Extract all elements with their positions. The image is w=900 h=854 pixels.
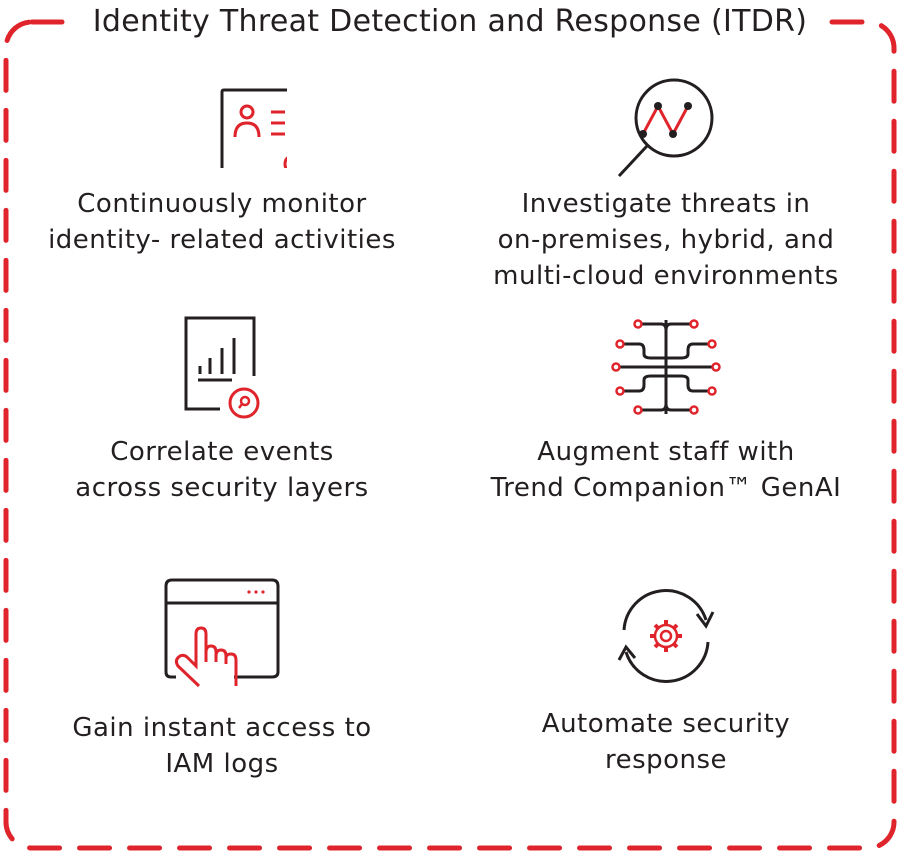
magnifier-chart-icon [617, 78, 714, 178]
ai-network-icon [611, 319, 721, 415]
feature-automate: Automate security response [444, 588, 888, 778]
caption-line: Trend Companion™ GenAI [490, 473, 842, 503]
caption-line: Automate security [541, 709, 791, 739]
caption-line: Continuously monitor [77, 189, 367, 219]
caption-line: on-premises, hybrid, and [497, 225, 835, 255]
gear-cycle-icon [617, 589, 715, 683]
feature-correlate: Correlate events across security layers [0, 316, 444, 506]
caption-line: Correlate events [110, 437, 334, 467]
caption-line: across security layers [75, 473, 369, 503]
window-touch-icon [164, 578, 280, 688]
feature-investigate: Investigate threats in on-premises, hybr… [444, 74, 888, 294]
caption-line: Gain instant access to [72, 713, 372, 743]
caption-line: IAM logs [165, 749, 279, 779]
caption-line: response [604, 745, 728, 775]
caption-line: Augment staff with [537, 437, 795, 467]
identity-monitor-icon [220, 88, 287, 168]
title-text: Identity Threat Detection and Response (… [74, 4, 826, 39]
feature-augment: Augment staff with Trend Companion™ GenA… [444, 318, 888, 506]
caption-line: identity- related activities [48, 225, 396, 255]
report-search-icon [184, 316, 260, 419]
page-title: Identity Threat Detection and Response (… [0, 2, 900, 42]
feature-iam-logs: Gain instant access to IAM logs [0, 578, 444, 782]
caption-line: multi-cloud environments [493, 261, 839, 291]
caption-line: Investigate threats in [521, 189, 811, 219]
feature-monitor: Continuously monitor identity- related a… [0, 88, 444, 258]
